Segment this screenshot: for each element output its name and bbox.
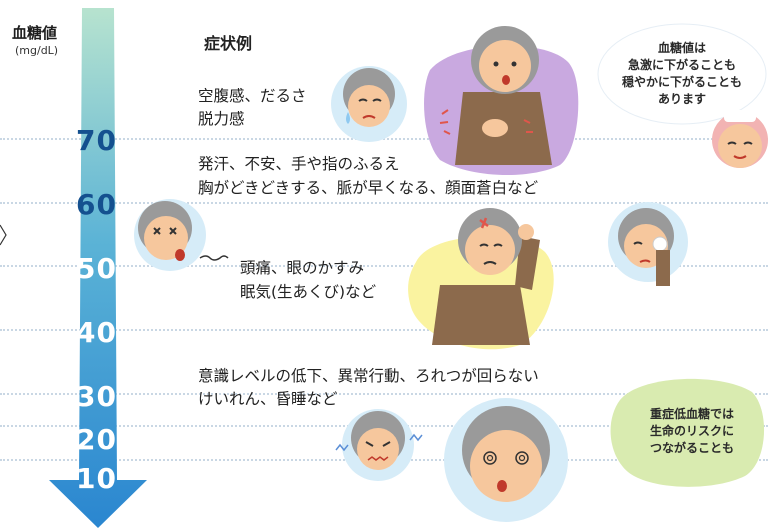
- gridline-50: [0, 265, 768, 267]
- axis-unit: (mg/dL): [15, 44, 59, 57]
- dizzy-face-illustration: [134, 199, 229, 271]
- symptom-60-line1: 発汗、不安、手や指のふるえ: [198, 155, 400, 173]
- gridline-60: [0, 202, 768, 204]
- symptom-70-line1: 空腹感、だるさ: [198, 87, 307, 105]
- gridline-40: [0, 329, 768, 331]
- note-bubble-drop: [597, 23, 768, 168]
- symptom-30-line1: 意識レベルの低下、異常行動、ろれつが回らない: [198, 367, 539, 385]
- symptom-50-line2: 眠気(生あくび)など: [240, 283, 377, 301]
- edge-pointer: [0, 224, 7, 246]
- tick-70: 70: [76, 124, 117, 157]
- tick-40: 40: [76, 316, 117, 349]
- symptom-60-line2: 胸がどきどきする、脈が早くなる、顔面蒼白など: [198, 179, 539, 197]
- nurse-illustration: [712, 110, 768, 168]
- gridline-70: [0, 138, 768, 140]
- axis-title: 血糖値: [12, 24, 58, 42]
- symptoms-heading: 症状例: [204, 34, 253, 53]
- tick-30: 30: [76, 380, 117, 413]
- note-severe-label: 重症低血糖では 生命のリスクに つながることも: [649, 406, 734, 455]
- tick-50: 50: [76, 252, 117, 285]
- glucose-arrow: [49, 8, 147, 528]
- tick-10: 10: [76, 462, 117, 495]
- symptom-70-line2: 脱力感: [198, 110, 245, 128]
- tick-60: 60: [76, 188, 117, 221]
- headache-illustration: [408, 208, 554, 350]
- unconscious-face-illustration: [444, 398, 568, 522]
- note-drop-text: 血糖値は 急激に下がることも 穏やかに下がることも あります: [598, 24, 766, 124]
- chest-pain-illustration: [424, 26, 579, 176]
- note-drop-label: 血糖値は 急激に下がることも 穏やかに下がることも あります: [621, 41, 742, 106]
- blurred-vision-face-illustration: [608, 202, 688, 286]
- fatigue-face-illustration: [331, 66, 407, 142]
- note-bubble-severe: [610, 378, 765, 487]
- tick-20: 20: [76, 423, 117, 456]
- convulsion-face-illustration: [335, 409, 423, 481]
- symptom-30-line2: けいれん、昏睡など: [198, 390, 338, 408]
- note-severe-text: 重症低血糖では 生命のリスクに つながることも: [617, 381, 767, 481]
- gridline-30: [0, 393, 768, 395]
- symptom-50-line1: 頭痛、眼のかすみ: [240, 259, 365, 277]
